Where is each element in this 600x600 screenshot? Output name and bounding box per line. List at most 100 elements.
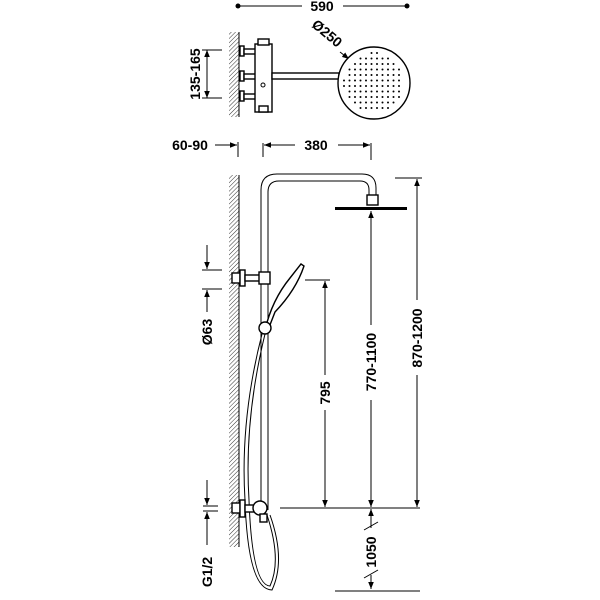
nozzle-dot: [365, 63, 367, 65]
nozzle-dot: [365, 57, 367, 60]
nozzle-dot: [398, 68, 400, 71]
nozzle-dot: [365, 90, 367, 93]
nozzle-dot: [359, 101, 362, 104]
connection-dimension: G1/2: [199, 480, 218, 587]
nozzle-dot: [387, 96, 389, 98]
nozzle-dot: [348, 90, 351, 93]
nozzle-dot: [370, 63, 373, 65]
nozzle-dot: [398, 74, 400, 76]
nozzle-dot: [376, 63, 378, 65]
bracket-diameter-label: Ø63: [199, 319, 215, 346]
nozzle-dot: [381, 85, 384, 87]
nozzle-dot: [343, 85, 345, 87]
nozzle-dot: [381, 68, 384, 71]
nozzle-dot: [365, 96, 367, 98]
nozzle-dot: [392, 90, 395, 93]
nozzle-dot: [376, 79, 378, 82]
arm-length-dimension: 380: [262, 137, 372, 160]
width-label: 590: [310, 0, 334, 14]
outlet-height-label: 1050: [363, 536, 379, 567]
nozzle-dot: [381, 74, 384, 76]
width-dimension: 590: [235, 0, 410, 14]
nozzle-dot: [370, 107, 373, 109]
nozzle-dot: [370, 52, 373, 54]
nozzle-dot: [392, 85, 395, 87]
nozzle-dot: [376, 101, 378, 104]
nozzle-dot: [348, 68, 351, 71]
nozzle-dot: [387, 79, 389, 82]
arm-length-label: 380: [304, 137, 328, 153]
nozzle-dot: [381, 90, 384, 93]
upper-wall-bracket: [231, 269, 271, 287]
wall-hatch-front: [229, 175, 239, 547]
nozzle-dot: [354, 90, 356, 93]
nozzle-dot: [354, 79, 356, 82]
nozzle-dot: [376, 107, 378, 109]
outlet-height-dimension: 1050: [335, 509, 420, 592]
nozzle-dot: [359, 79, 362, 82]
shower-hose: [243, 333, 280, 591]
nozzle-dot: [359, 63, 362, 65]
nozzle-dot: [359, 85, 362, 87]
head-height-label: 770-1100: [363, 333, 379, 392]
nozzle-dot: [381, 57, 384, 60]
nozzle-dot: [376, 57, 378, 60]
valve-spacing-dimension: 135-165: [187, 48, 222, 100]
nozzle-dot: [365, 68, 367, 71]
nozzle-dot: [376, 85, 378, 87]
nozzle-dot: [398, 90, 400, 93]
nozzle-dot: [365, 74, 367, 76]
nozzle-dot: [387, 101, 389, 104]
nozzle-dot: [376, 90, 378, 93]
bracket-diameter-dimension: Ø63: [199, 245, 222, 345]
nozzle-dot: [354, 96, 356, 98]
nozzle-dot: [359, 107, 362, 109]
nozzle-dot: [370, 79, 373, 82]
wall-offset-dimension: 60-90: [172, 137, 239, 157]
nozzle-dot: [354, 63, 356, 65]
nozzle-dot: [370, 90, 373, 93]
nozzle-dot: [381, 79, 384, 82]
shower-column: [260, 173, 407, 510]
handset-height-label: 795: [317, 381, 333, 405]
wall-offset-label: 60-90: [172, 137, 208, 153]
head-diameter-label: Ø250: [309, 16, 346, 50]
nozzle-dot: [387, 85, 389, 87]
nozzle-dot: [348, 74, 351, 76]
nozzle-dot: [348, 79, 351, 82]
nozzle-dot: [392, 101, 395, 104]
front-view: 60-90 380: [172, 137, 425, 592]
nozzle-dot: [359, 57, 362, 60]
lower-wall-elbow: [231, 499, 268, 523]
nozzle-dot: [392, 96, 395, 98]
total-height-label: 870-1200: [409, 308, 425, 367]
nozzle-dot: [398, 96, 400, 98]
nozzle-dot: [370, 96, 373, 98]
nozzle-dot: [348, 85, 351, 87]
nozzle-dot: [381, 63, 384, 65]
nozzle-dot: [365, 107, 367, 109]
nozzle-dot: [365, 101, 367, 104]
handset-height-dimension: 795: [305, 279, 333, 507]
head-height-dimension: 770-1100: [363, 211, 379, 507]
nozzle-dot: [365, 85, 367, 87]
nozzle-dot: [398, 85, 400, 87]
nozzle-dot: [387, 57, 389, 60]
connection-label: G1/2: [199, 557, 215, 588]
nozzle-dot: [387, 90, 389, 93]
top-view: 590 Ø250: [187, 0, 411, 120]
nozzle-dot: [370, 85, 373, 87]
nozzle-dot: [387, 63, 389, 65]
nozzle-dot: [370, 74, 373, 76]
nozzle-dot: [398, 79, 400, 82]
nozzle-dot: [392, 74, 395, 76]
nozzle-dot: [354, 68, 356, 71]
nozzle-dot: [381, 96, 384, 98]
slide-bar-holder: [258, 321, 272, 335]
nozzle-dot: [381, 101, 384, 104]
nozzle-dot: [354, 101, 356, 104]
nozzle-dot: [376, 68, 378, 71]
nozzle-dot: [370, 101, 373, 104]
wall-hatch-top: [229, 32, 239, 117]
